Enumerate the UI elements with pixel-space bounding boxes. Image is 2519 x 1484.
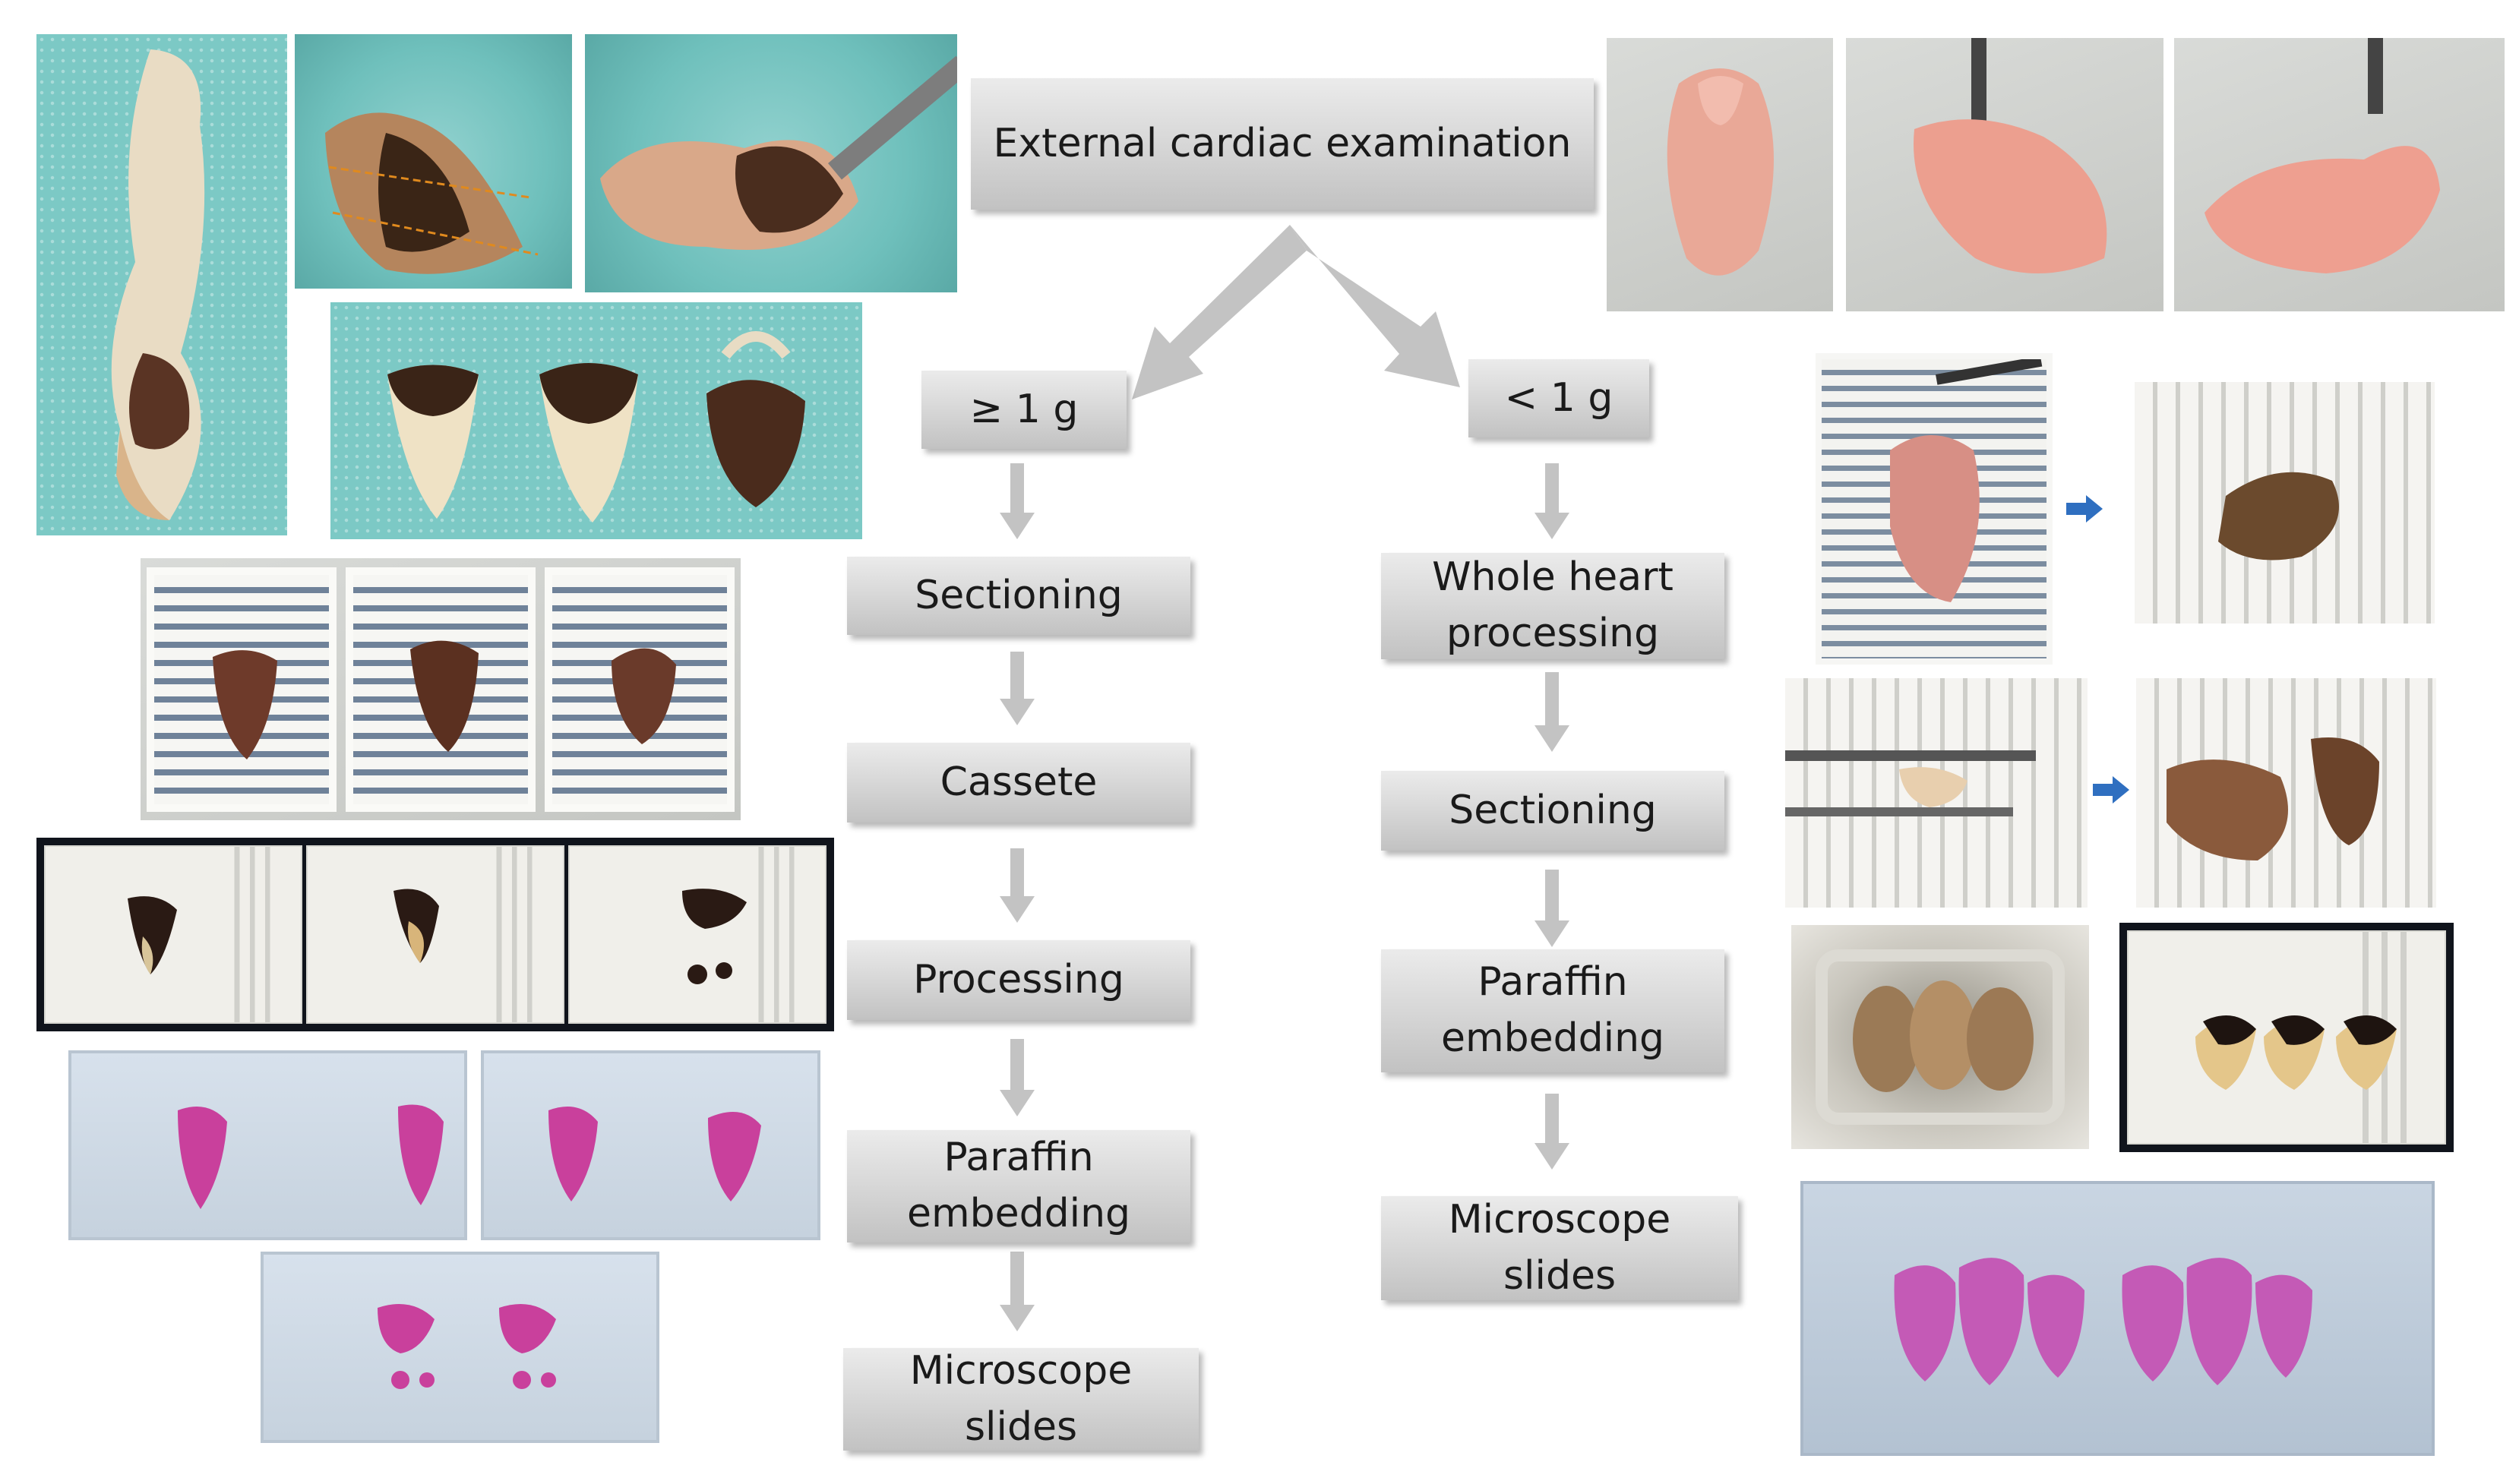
box-right-step-sectioning: Sectioning: [1381, 771, 1724, 851]
photo-heart-cut-lines: [295, 34, 572, 289]
box-left-step-cassete: Cassete: [847, 743, 1190, 823]
photo-small-heart-3: [2174, 38, 2505, 311]
box-left-step-microscope-slides: Microscope slides: [843, 1348, 1199, 1451]
photo-whole-heart-cassette: [1816, 353, 2053, 665]
box-left-step-paraffin-embedding: Paraffin embedding: [847, 1130, 1190, 1242]
arrow-right-icon: [2066, 495, 2103, 523]
photo-slide-2: [481, 1050, 820, 1240]
box-right-step-paraffin-embedding: Paraffin embedding: [1381, 949, 1724, 1072]
photo-small-heart-1: [1607, 38, 1833, 311]
box-left-step-processing: Processing: [847, 940, 1190, 1020]
photo-heart-sections: [330, 302, 862, 539]
box-left-step-sectioning: Sectioning: [847, 557, 1190, 635]
box-right-step-microscope-slides: Microscope slides: [1381, 1196, 1738, 1300]
photo-heart-sections-cassette: [2136, 678, 2436, 908]
photo-small-heart-2: [1846, 38, 2163, 311]
branch-arrow-left: [1132, 225, 1307, 399]
branch-arrow-right: [1290, 225, 1460, 387]
down-arrows-left: [1000, 463, 1035, 1331]
photo-processed-heart-cassette: [2135, 382, 2435, 624]
photo-heart-held-forceps: [585, 34, 957, 292]
down-arrows-right: [1534, 463, 1569, 1170]
photo-sectioning-forceps: [1785, 678, 2088, 908]
photo-paraffin-blocks: [36, 838, 834, 1031]
box-right-branch-label: < 1 g: [1468, 359, 1649, 437]
box-external-cardiac-examination: External cardiac examination: [971, 78, 1594, 210]
photo-slide-3: [261, 1252, 659, 1443]
arrow-right-icon: [2093, 776, 2129, 804]
photo-heart-whole-large: [36, 34, 287, 535]
photo-paraffin-block-right: [2119, 923, 2454, 1152]
photo-cassettes-three: [141, 558, 741, 820]
photo-embedding-mold: [1791, 925, 2089, 1149]
box-right-step-whole-heart-processing: Whole heart processing: [1381, 553, 1724, 659]
photo-slide-right: [1800, 1181, 2435, 1456]
photo-slide-1: [68, 1050, 467, 1240]
box-left-branch-label: ≥ 1 g: [921, 371, 1127, 449]
